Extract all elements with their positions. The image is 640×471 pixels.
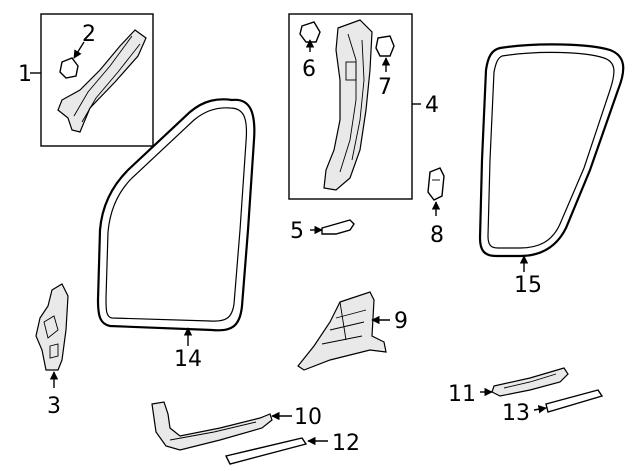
part-2-clip-drawing (59, 57, 79, 79)
callout-2: 2 (82, 22, 96, 47)
part-13-group (533, 389, 604, 414)
b-pillar-lower-trim-detail (321, 301, 367, 345)
b-pillar-lower-trim-drawing (297, 291, 387, 371)
callout-11: 11 (448, 382, 476, 407)
part-14-group (96, 98, 256, 346)
part-11-group (480, 367, 569, 397)
part-6-clip-drawing (299, 21, 321, 43)
callout-15: 15 (514, 273, 542, 298)
front-scuff-plate-drawing (151, 401, 273, 451)
callout-8: 8 (430, 223, 444, 248)
part-7-clip-drawing (375, 35, 395, 57)
rear-scuff-plate-detail (503, 373, 557, 389)
rear-door-weatherstrip-inner (487, 51, 615, 249)
callout-6: 6 (302, 57, 316, 82)
front-sill-strip-drawing (224, 437, 308, 465)
callout-7: 7 (378, 75, 392, 100)
cowl-side-trim-detail (43, 315, 59, 359)
callout-13: 13 (502, 401, 530, 426)
callout-14: 14 (174, 347, 202, 372)
part-10-group (151, 401, 292, 451)
callout-9: 9 (394, 309, 408, 334)
front-door-weatherstrip-outer (96, 98, 256, 332)
part-1-group (30, 13, 154, 147)
part-9-group (297, 291, 390, 371)
part-15-group (478, 43, 625, 272)
cowl-side-trim-drawing (35, 283, 69, 371)
b-pillar-trim-drawing (323, 19, 373, 191)
part-1-box (40, 13, 154, 147)
part-13-leader (533, 405, 547, 414)
callout-4: 4 (425, 93, 439, 118)
part-12-group (224, 436, 328, 465)
part-8-clip-drawing (427, 167, 445, 201)
callout-3: 3 (47, 394, 61, 419)
a-pillar-trim-ridge (73, 35, 141, 123)
b-pillar-trim-ridge (339, 33, 365, 173)
part-8-group (427, 167, 445, 216)
part-3-group (35, 283, 69, 388)
part-2-leader (73, 41, 85, 59)
front-door-weatherstrip-inner (105, 107, 248, 322)
part-4-box (288, 13, 413, 200)
rear-door-weatherstrip-outer (478, 43, 625, 258)
part-4-group (288, 13, 421, 200)
a-pillar-trim-drawing (57, 29, 147, 133)
callout-1: 1 (18, 62, 32, 87)
part-5-group (310, 219, 355, 235)
part-5-bracket-drawing (321, 219, 355, 235)
callout-12: 12 (332, 431, 360, 456)
rear-sill-strip-drawing (545, 389, 604, 413)
front-scuff-plate-detail (169, 421, 257, 441)
callout-5: 5 (290, 219, 304, 244)
callout-10: 10 (294, 405, 322, 430)
b-pillar-slot (345, 61, 357, 81)
